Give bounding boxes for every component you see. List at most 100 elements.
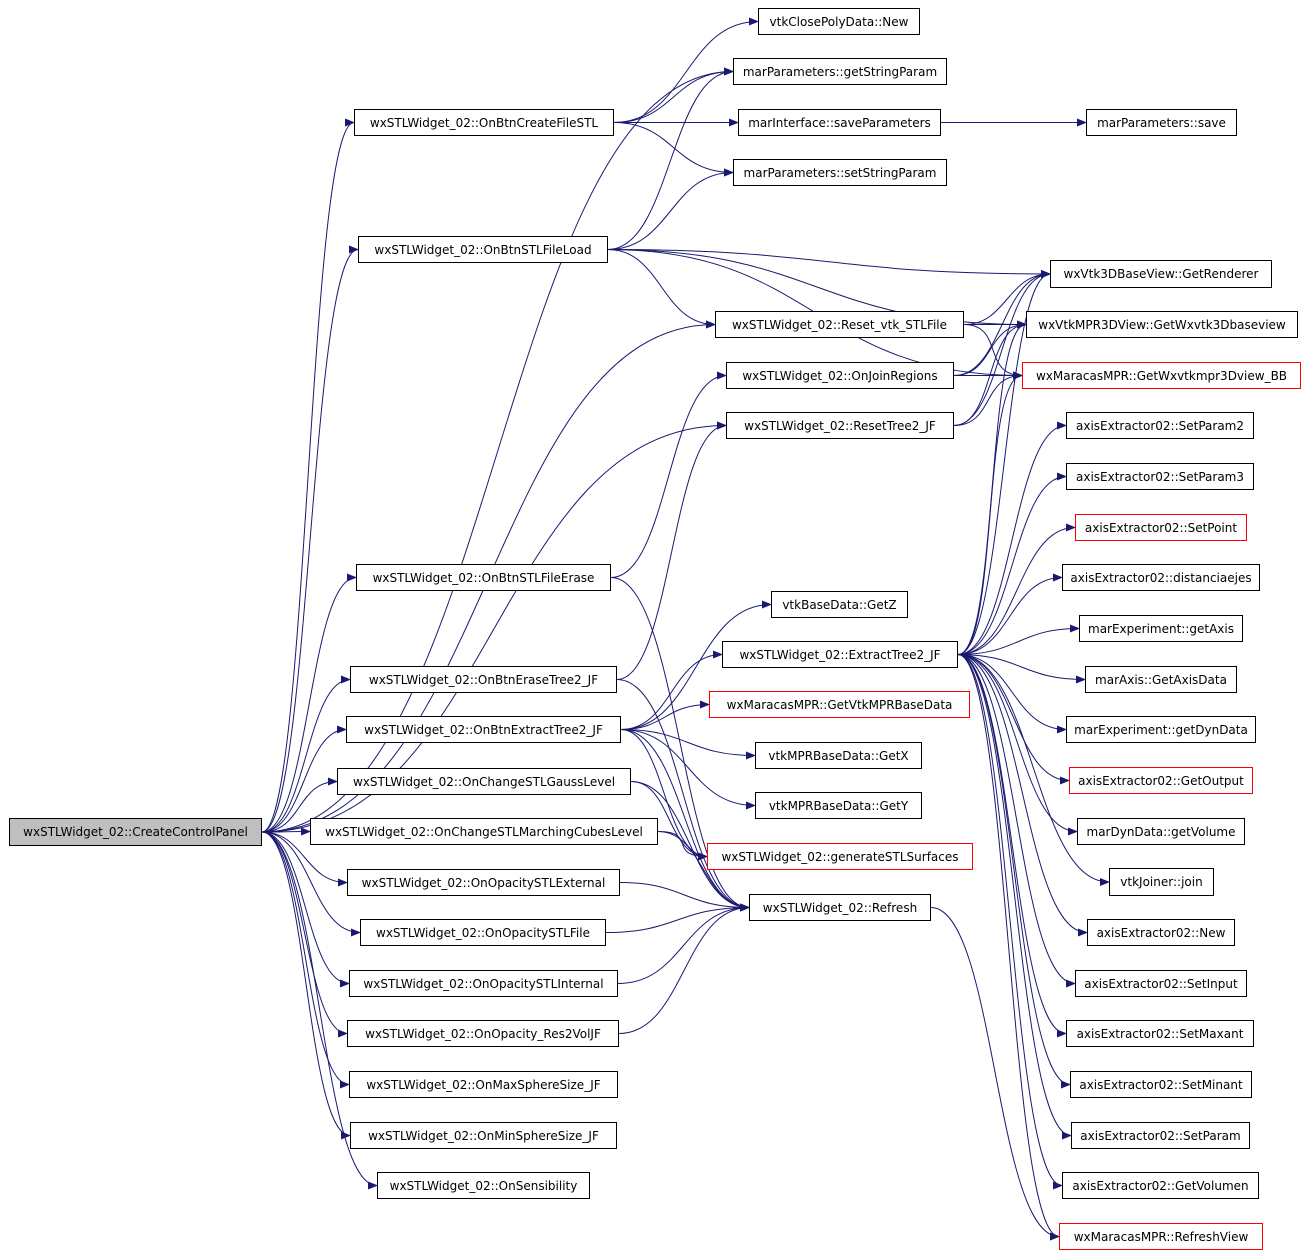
node-getz[interactable]: vtkBaseData::GetZ xyxy=(771,591,908,618)
node-distancia[interactable]: axisExtractor02::distanciaejes xyxy=(1062,564,1260,591)
edge-extracttree-to-getdyndata xyxy=(957,654,1067,734)
edge-erasetree-to-resettree xyxy=(616,421,727,680)
edge-root-to-opinternal xyxy=(261,831,350,988)
node-getaxis[interactable]: marExperiment::getAxis xyxy=(1079,615,1243,642)
node-getx[interactable]: vtkMPRBaseData::GetX xyxy=(755,742,922,769)
node-setminant[interactable]: axisExtractor02::SetMinant xyxy=(1070,1071,1252,1098)
edge-extracttree-to-setparam xyxy=(957,654,1072,1140)
edge-root-to-extracttreebtn xyxy=(261,725,347,833)
edge-extracttree-to-getaxisdata xyxy=(957,654,1086,684)
node-getstringparam[interactable]: marParameters::getStringParam xyxy=(733,58,947,85)
node-getoutput[interactable]: axisExtractor02::GetOutput xyxy=(1069,767,1253,794)
edge-root-to-stlload xyxy=(261,245,359,833)
edge-resetvtk-to-getrenderer xyxy=(963,270,1051,325)
node-sensibility[interactable]: wxSTLWidget_02::OnSensibility xyxy=(377,1172,590,1199)
edge-resettree-to-getwxvtkmpr xyxy=(953,371,1023,426)
edge-createfile-to-getstringparam xyxy=(613,67,734,123)
edge-extracttree-to-setparam3 xyxy=(957,472,1067,655)
edge-root-to-stlerase xyxy=(261,573,357,833)
edge-root-to-opfile xyxy=(261,831,361,937)
node-gety[interactable]: vtkMPRBaseData::GetY xyxy=(755,792,922,819)
node-join[interactable]: vtkJoiner::join xyxy=(1109,868,1214,896)
node-opinternal[interactable]: wxSTLWidget_02::OnOpacitySTLInternal xyxy=(349,970,618,997)
node-saveparams[interactable]: marInterface::saveParameters xyxy=(738,109,941,136)
node-createfile[interactable]: wxSTLWidget_02::OnBtnCreateFileSTL xyxy=(354,109,614,136)
edge-opinternal-to-refresh xyxy=(617,903,750,984)
node-extracttree[interactable]: wxSTLWidget_02::ExtractTree2_JF xyxy=(722,641,958,668)
edge-stlload-to-getrenderer xyxy=(607,249,1051,278)
edge-extracttreebtn-to-getx xyxy=(620,729,756,760)
edge-joinregions-to-getwxvtk3d xyxy=(953,320,1027,376)
edge-root-to-minsphere xyxy=(261,831,351,1140)
node-minsphere[interactable]: wxSTLWidget_02::OnMinSphereSize_JF xyxy=(350,1122,617,1149)
edge-stlload-to-setstringparam xyxy=(607,168,734,250)
node-maxsphere[interactable]: wxSTLWidget_02::OnMaxSphereSize_JF xyxy=(349,1071,618,1098)
node-resetvtk[interactable]: wxSTLWidget_02::Reset_vtk_STLFile xyxy=(715,311,964,338)
edge-extracttreebtn-to-refresh xyxy=(620,729,750,912)
edge-opres2vol-to-refresh xyxy=(618,903,750,1034)
node-setmaxant[interactable]: axisExtractor02::SetMaxant xyxy=(1066,1020,1254,1047)
node-closepoly[interactable]: vtkClosePolyData::New xyxy=(758,8,920,35)
node-root: wxSTLWidget_02::CreateControlPanel xyxy=(9,818,262,846)
edge-marchingcubes-to-refresh xyxy=(657,831,750,912)
node-getwxvtk3d[interactable]: wxVtkMPR3DView::GetWxvtk3Dbaseview xyxy=(1026,311,1298,338)
node-extracttreebtn[interactable]: wxSTLWidget_02::OnBtnExtractTree2_JF xyxy=(346,716,621,743)
node-erasetree[interactable]: wxSTLWidget_02::OnBtnEraseTree2_JF xyxy=(350,666,617,693)
node-setpoint[interactable]: axisExtractor02::SetPoint xyxy=(1075,514,1247,541)
node-gausslevel[interactable]: wxSTLWidget_02::OnChangeSTLGaussLevel xyxy=(337,768,631,795)
edge-root-to-createfile xyxy=(261,118,355,833)
node-joinregions[interactable]: wxSTLWidget_02::OnJoinRegions xyxy=(726,362,954,389)
node-getwxvtkmpr[interactable]: wxMaracasMPR::GetWxvtkmpr3Dview_BB xyxy=(1022,362,1301,389)
edge-refresh-to-refreshview xyxy=(930,907,1060,1241)
edge-createfile-to-closepoly xyxy=(613,17,759,123)
edge-resettree-to-getwxvtk3d xyxy=(953,320,1027,426)
edge-root-to-erasetree xyxy=(261,675,351,833)
node-marchingcubes[interactable]: wxSTLWidget_02::OnChangeSTLMarchingCubes… xyxy=(310,818,658,845)
edge-root-to-opexternal xyxy=(261,831,348,887)
edge-opexternal-to-refresh xyxy=(619,882,750,912)
node-refreshview[interactable]: wxMaracasMPR::RefreshView xyxy=(1059,1223,1263,1250)
node-opfile[interactable]: wxSTLWidget_02::OnOpacitySTLFile xyxy=(360,919,606,946)
node-getrenderer[interactable]: wxVtk3DBaseView::GetRenderer xyxy=(1050,260,1272,288)
node-opexternal[interactable]: wxSTLWidget_02::OnOpacitySTLExternal xyxy=(347,869,620,896)
edge-marchingcubes-to-gensurfaces xyxy=(657,831,708,861)
edge-extracttreebtn-to-getvtkmpr xyxy=(620,700,710,730)
edge-joinregions-to-getrenderer xyxy=(953,270,1051,376)
edge-stlerase-to-refresh xyxy=(610,577,750,912)
edge-erasetree-to-refresh xyxy=(616,679,750,912)
edge-extracttree-to-setinput xyxy=(957,654,1076,988)
node-setparam3[interactable]: axisExtractor02::SetParam3 xyxy=(1066,463,1254,490)
edge-extracttree-to-getvolume xyxy=(957,654,1078,836)
node-getvolumen[interactable]: axisExtractor02::GetVolumen xyxy=(1062,1172,1259,1199)
node-getvolume[interactable]: marDynData::getVolume xyxy=(1077,818,1245,845)
node-gensurfaces[interactable]: wxSTLWidget_02::generateSTLSurfaces xyxy=(707,843,973,870)
node-refresh[interactable]: wxSTLWidget_02::Refresh xyxy=(749,894,931,921)
node-setinput[interactable]: axisExtractor02::SetInput xyxy=(1075,970,1247,997)
node-axnew[interactable]: axisExtractor02::New xyxy=(1087,919,1235,946)
node-getaxisdata[interactable]: marAxis::GetAxisData xyxy=(1085,666,1237,693)
edge-root-to-resettree xyxy=(261,421,727,833)
edge-extracttreebtn-to-extracttree xyxy=(620,650,723,730)
edge-stlload-to-resetvtk xyxy=(607,249,716,329)
edge-createfile-to-setstringparam xyxy=(613,122,734,177)
edge-extracttree-to-getoutput xyxy=(957,654,1070,785)
edge-extracttree-to-setpoint xyxy=(957,523,1076,655)
edge-extracttree-to-setparam2 xyxy=(957,421,1067,655)
node-paramsave[interactable]: marParameters::save xyxy=(1086,109,1237,136)
edge-opfile-to-refresh xyxy=(605,903,750,933)
edge-extracttree-to-getvolumen xyxy=(957,654,1063,1190)
node-opres2vol[interactable]: wxSTLWidget_02::OnOpacity_Res2VolJF xyxy=(347,1020,619,1047)
node-resettree[interactable]: wxSTLWidget_02::ResetTree2_JF xyxy=(726,412,954,439)
node-getdyndata[interactable]: marExperiment::getDynData xyxy=(1066,716,1256,743)
edge-gausslevel-to-gensurfaces xyxy=(630,781,708,861)
edge-extracttree-to-getrenderer xyxy=(957,270,1051,655)
edge-root-to-opres2vol xyxy=(261,831,348,1038)
node-setparam[interactable]: axisExtractor02::SetParam xyxy=(1071,1122,1250,1149)
node-stlerase[interactable]: wxSTLWidget_02::OnBtnSTLFileErase xyxy=(356,564,611,591)
node-getvtkmpr[interactable]: wxMaracasMPR::GetVtkMPRBaseData xyxy=(709,691,970,718)
node-stlload[interactable]: wxSTLWidget_02::OnBtnSTLFileLoad xyxy=(358,236,608,263)
node-setstringparam[interactable]: marParameters::setStringParam xyxy=(733,159,947,186)
node-setparam2[interactable]: axisExtractor02::SetParam2 xyxy=(1066,412,1254,439)
